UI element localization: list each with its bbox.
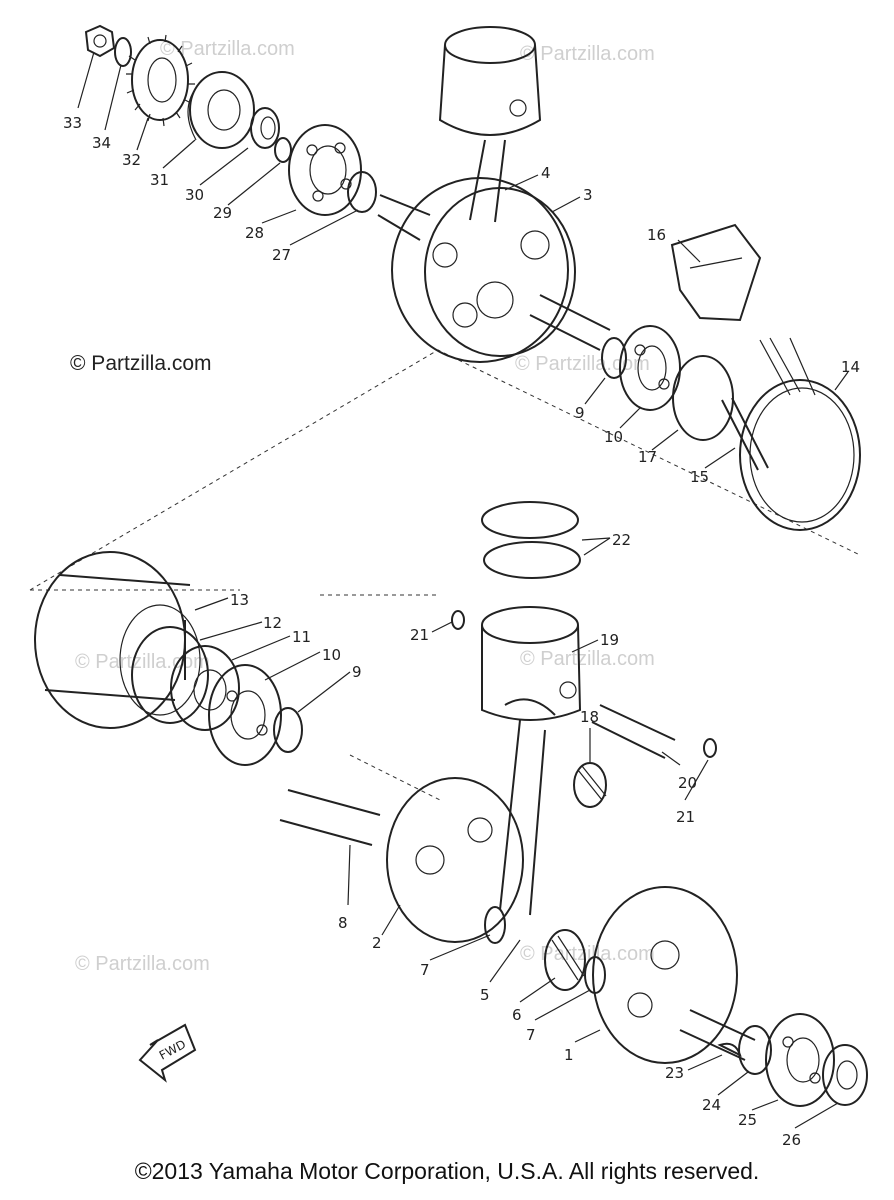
part-circlip-upper [672, 355, 734, 441]
callout-8: 8 [338, 914, 348, 932]
callout-10-upper: 10 [604, 428, 623, 446]
watermark-mid-right: © Partzilla.com [515, 353, 650, 375]
part-big-end-bearing [544, 929, 586, 991]
watermark-center: © Partzilla.com [520, 648, 655, 670]
part-piston-upper [438, 26, 542, 136]
part-nut [84, 24, 116, 58]
callout-20: 20 [678, 774, 697, 792]
part-drum [34, 551, 201, 729]
callout-1: 1 [564, 1046, 574, 1064]
part-crank-lower-right [592, 886, 756, 1064]
part-oil-seal [347, 171, 377, 213]
fwd-label: FWD [157, 1037, 188, 1063]
callout-11: 11 [292, 628, 311, 646]
callout-18: 18 [580, 708, 599, 726]
callout-2: 2 [372, 934, 382, 952]
part-bearing-upper-right [619, 325, 681, 411]
fwd-arrow-icon: FWD [138, 1023, 197, 1083]
callout-34: 34 [92, 134, 111, 152]
part-crank-pin [279, 789, 381, 846]
callout-4: 4 [541, 164, 551, 182]
watermark-top-right: © Partzilla.com [520, 43, 655, 65]
part-clip [721, 397, 769, 471]
callout-19: 19 [600, 631, 619, 649]
callout-10-lower: 10 [322, 646, 341, 664]
callout-22: 22 [612, 531, 631, 549]
part-housing [187, 71, 255, 149]
part-washer-end [822, 1044, 868, 1106]
callout-21-right: 21 [676, 808, 695, 826]
copyright-notice: ©2013 Yamaha Motor Corporation, U.S.A. A… [134, 1158, 760, 1184]
callout-16: 16 [647, 226, 666, 244]
watermark-top-left: © Partzilla.com [160, 38, 295, 60]
callout-32: 32 [122, 151, 141, 169]
callout-29: 29 [213, 204, 232, 222]
callout-6: 6 [512, 1006, 522, 1024]
callout-27: 27 [272, 246, 291, 264]
callout-24: 24 [702, 1096, 721, 1114]
callout-9-upper: 9 [575, 404, 585, 422]
part-clip-right [703, 738, 717, 758]
part-washer-lower [273, 707, 303, 753]
part-spacer [250, 107, 280, 149]
callout-7-right: 7 [526, 1026, 536, 1044]
watermark-bottom-left: © Partzilla.com [75, 953, 210, 975]
part-bearing-lower-left [208, 664, 282, 766]
callout-5: 5 [480, 986, 490, 1004]
callout-28: 28 [245, 224, 264, 242]
part-clip-left [451, 610, 465, 630]
part-circlip-small [274, 137, 292, 163]
dashed-guides [29, 349, 861, 801]
part-seal-lower [738, 1025, 772, 1075]
part-piston-lower [481, 606, 582, 721]
callout-labels: 33 34 32 31 30 29 28 27 4 3 16 14 9 10 1… [63, 114, 860, 1149]
callout-12: 12 [263, 614, 282, 632]
leader-lines [77, 51, 849, 1129]
part-washer [114, 37, 132, 67]
callout-9-lower: 9 [352, 663, 362, 681]
part-gear [126, 34, 195, 127]
part-thrust-washer-left [484, 906, 506, 944]
callout-14: 14 [841, 358, 860, 376]
part-piston-pin [591, 704, 676, 759]
watermark-visible: © Partzilla.com [70, 352, 212, 375]
part-bracket [670, 223, 762, 322]
callout-23: 23 [665, 1064, 684, 1082]
part-bearing-top [288, 124, 362, 216]
callout-33: 33 [63, 114, 82, 132]
callout-30: 30 [185, 186, 204, 204]
part-washer-upper [601, 337, 627, 379]
callout-7-left: 7 [420, 961, 430, 979]
callout-21-left: 21 [410, 626, 429, 644]
part-o-ring [131, 626, 209, 724]
callout-15: 15 [690, 468, 709, 486]
callout-25: 25 [738, 1111, 757, 1129]
part-piston-rings [481, 501, 581, 579]
watermark-mid-left: © Partzilla.com [75, 651, 210, 673]
callout-26: 26 [782, 1131, 801, 1149]
part-crank-lower-left [386, 777, 524, 943]
part-needle-bearing [573, 762, 607, 808]
watermark-bottom-right: © Partzilla.com [520, 943, 655, 965]
callout-3: 3 [583, 186, 593, 204]
callout-13: 13 [230, 591, 249, 609]
callout-17: 17 [638, 448, 657, 466]
part-bearing-lower-right [765, 1013, 835, 1107]
part-connecting-rod-lower [499, 698, 556, 916]
part-crank-upper [377, 177, 611, 363]
callout-31: 31 [150, 171, 169, 189]
